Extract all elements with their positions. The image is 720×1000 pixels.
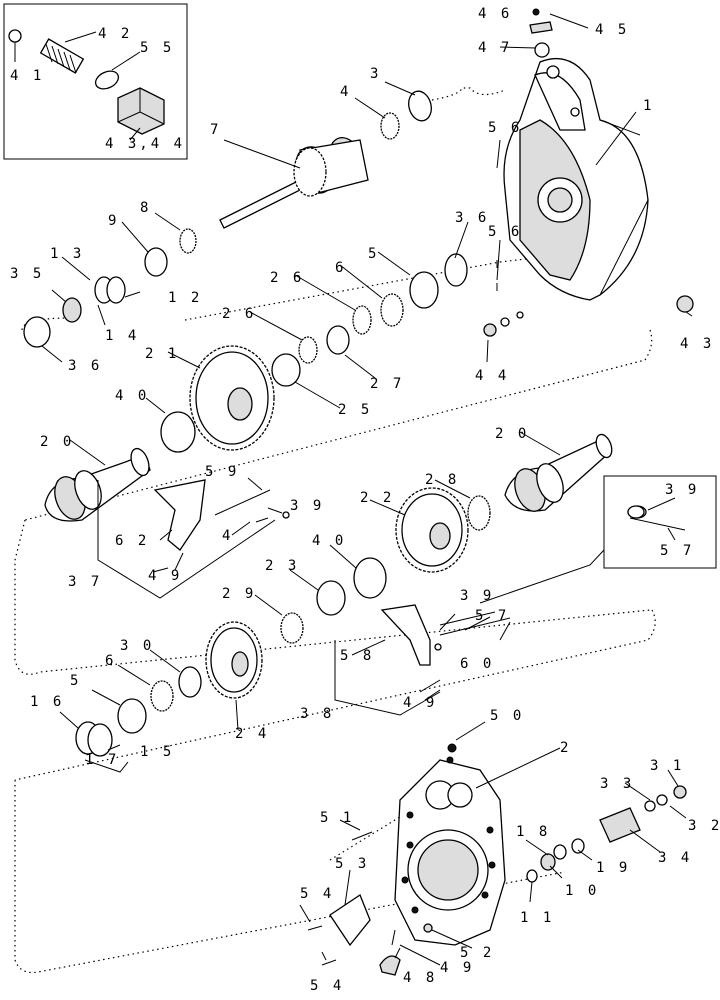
callout-6a: 6 [335,260,346,276]
gear-22 [395,487,469,573]
gear-21 [189,345,275,451]
callout-2: 2 [560,740,571,756]
callout-31: 3 1 [650,758,684,774]
callout-36b: 3 6 [68,358,102,374]
callout-57b: 5 7 [660,543,694,559]
callout-8: 8 [140,200,151,216]
callout-38: 3 8 [300,706,334,722]
callout-30: 3 0 [120,638,154,654]
callout-29: 2 9 [222,586,256,602]
callout-4: 4 [340,84,351,100]
callout-50: 5 0 [490,708,524,724]
callout-1: 1 [643,98,654,114]
callout-62: 6 2 [115,533,149,549]
callout-56b: 5 6 [488,224,522,240]
callout-7: 7 [210,122,221,138]
callout-49b: 4 9 [403,695,437,711]
callout-54a: 5 4 [300,886,334,902]
gear-24 [205,621,263,699]
callout-37: 3 7 [68,574,102,590]
callout-6b: 6 [105,653,116,669]
callout-18: 1 8 [516,824,550,840]
callout-20a: 2 0 [40,434,74,450]
callout-33: 3 3 [600,776,634,792]
leader-lines [41,13,693,966]
inset-box-pin-detail [479,475,717,604]
callout-54b: 5 4 [310,978,344,994]
inset-box-detail [3,3,188,160]
callout-15: 1 5 [140,744,174,760]
callout-35: 3 5 [10,266,44,282]
shaft-20-right [504,433,613,512]
callout-34: 3 4 [658,850,692,866]
callout-53: 5 3 [335,856,369,872]
callout-22: 2 2 [360,490,394,506]
callout-56a: 5 6 [488,120,522,136]
callout-43: 4 3 [680,336,714,352]
callout-3: 3 [370,66,381,82]
main-housing [503,57,649,301]
callout-17: 1 7 [85,752,119,768]
callout-9: 9 [108,213,119,229]
callout-40b: 4 0 [312,533,346,549]
callout-16: 1 6 [30,694,64,710]
callout-10: 1 0 [565,883,599,899]
callout-46: 4 6 [478,6,512,22]
callout-14: 1 4 [105,328,139,344]
callout-52: 5 2 [460,945,494,961]
callout-24: 2 4 [235,726,269,742]
callout-39b: 3 9 [460,588,494,604]
callout-44: 4 4 [475,368,509,384]
plug-nut-icon [117,87,165,135]
callout-39c: 3 9 [665,482,699,498]
callout-40a: 4 0 [115,388,149,404]
callout-4-fork: 4 [222,528,233,544]
shift-forks-rods [153,260,686,976]
callout-57a: 5 7 [475,608,509,624]
callout-25: 2 5 [338,402,372,418]
callout-5a: 5 [368,246,379,262]
callout-36a: 3 6 [455,210,489,226]
callout-28: 2 8 [425,472,459,488]
callout-32: 3 2 [688,818,720,834]
callout-58: 5 8 [340,648,374,664]
bearings-and-rings [23,8,694,883]
callout-49a: 4 9 [148,568,182,584]
spring-icon [39,38,85,74]
callout-23: 2 3 [265,558,299,574]
callout-43-44: 4 3,4 4 [105,136,185,152]
callout-49c: 4 9 [440,960,474,976]
callout-21: 2 1 [145,346,179,362]
callout-13: 1 3 [50,246,84,262]
callout-60: 6 0 [460,656,494,672]
callout-59: 5 9 [205,464,239,480]
callout-48: 4 8 [403,970,437,986]
callout-42: 4 2 [98,26,132,42]
cover-housing [394,756,506,946]
callout-39a: 3 9 [290,498,324,514]
callout-20b: 2 0 [495,426,529,442]
callout-19: 1 9 [596,860,630,876]
callout-45: 4 5 [595,22,629,38]
callout-26a: 2 6 [270,270,304,286]
callout-12: 1 2 [168,290,202,306]
callout-26b: 2 6 [222,306,256,322]
callout-11: 1 1 [520,910,554,926]
callout-27: 2 7 [370,376,404,392]
shaft-20-left [44,447,151,522]
callout-55: 5 5 [140,40,174,56]
callout-47: 4 7 [478,40,512,56]
gear-input-teeth [293,147,327,197]
callout-41: 4 1 [10,68,44,84]
callout-5b: 5 [70,673,81,689]
callout-51: 5 1 [320,810,354,826]
callout-labels: 1 2 3 4 5 5 6 6 7 8 9 1 0 1 1 1 2 1 3 1 … [10,6,720,994]
